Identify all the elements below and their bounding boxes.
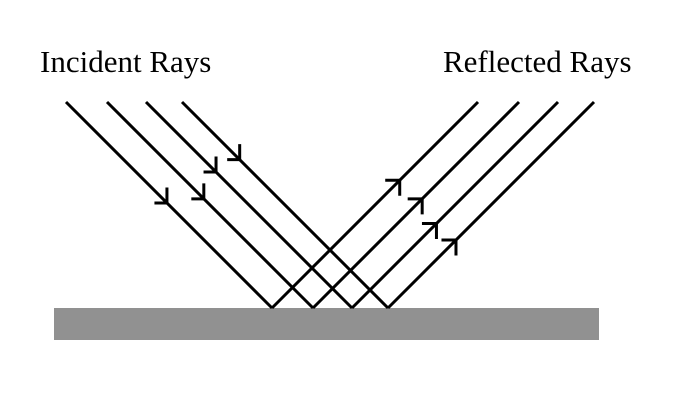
incident-ray-2 xyxy=(105,100,315,310)
reflecting-surface xyxy=(54,308,599,340)
incident-rays-label: Incident Rays xyxy=(40,44,211,79)
reflected-rays-label: Reflected Rays xyxy=(443,44,632,79)
incident-arrow-icon-4 xyxy=(227,144,242,162)
reflected-ray-4 xyxy=(386,100,596,310)
incident-ray-3 xyxy=(144,100,354,310)
reflected-ray-2 xyxy=(311,100,521,310)
reflected-arrow-icon-4 xyxy=(441,238,458,256)
incident-ray-1 xyxy=(64,100,274,310)
reflected-ray-1 xyxy=(270,100,480,310)
rays-group xyxy=(64,100,596,310)
reflected-arrow-icon-1 xyxy=(385,178,402,196)
reflected-ray-3 xyxy=(350,100,560,310)
reflected-arrow-icon-3 xyxy=(421,222,438,240)
incident-arrow-icon-1 xyxy=(154,187,169,205)
incident-arrow-icon-3 xyxy=(203,156,218,174)
reflected-arrow-icon-2 xyxy=(407,197,424,215)
incident-arrow-icon-2 xyxy=(191,183,206,201)
incident-ray-4 xyxy=(180,100,390,310)
